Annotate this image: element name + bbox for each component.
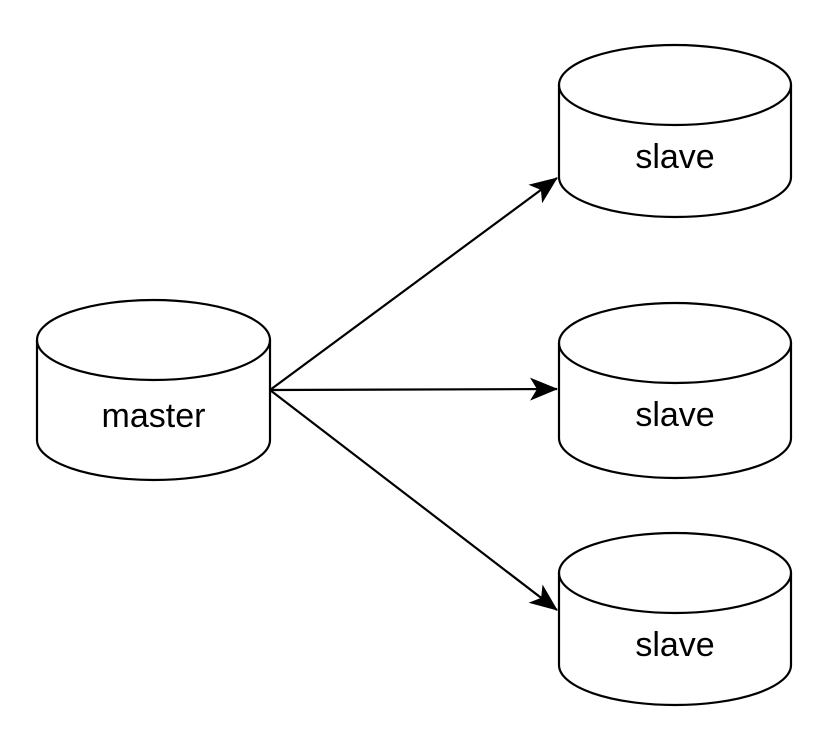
node-slave-3: slave <box>557 531 793 707</box>
node-label-slave-3: slave <box>635 626 714 664</box>
database-cylinder-lid <box>557 342 793 385</box>
database-cylinder-lid <box>557 572 793 615</box>
database-cylinder-lid <box>35 339 272 382</box>
database-cylinder-icon <box>557 43 793 219</box>
node-label-master: master <box>102 397 206 435</box>
node-master: master <box>35 298 272 482</box>
database-cylinder-icon <box>35 298 272 482</box>
node-slave-2: slave <box>557 301 793 480</box>
node-label-slave-1: slave <box>635 138 714 176</box>
edge-master-to-slave-3 <box>269 389 558 611</box>
node-label-slave-2: slave <box>635 396 714 434</box>
database-cylinder-icon <box>557 531 793 707</box>
edge-master-to-slave-2 <box>269 377 558 401</box>
edges <box>269 177 558 611</box>
node-slave-1: slave <box>557 43 793 219</box>
database-cylinder-lid <box>557 84 793 127</box>
database-cylinder-icon <box>557 301 793 480</box>
edge-master-to-slave-1 <box>269 177 558 391</box>
